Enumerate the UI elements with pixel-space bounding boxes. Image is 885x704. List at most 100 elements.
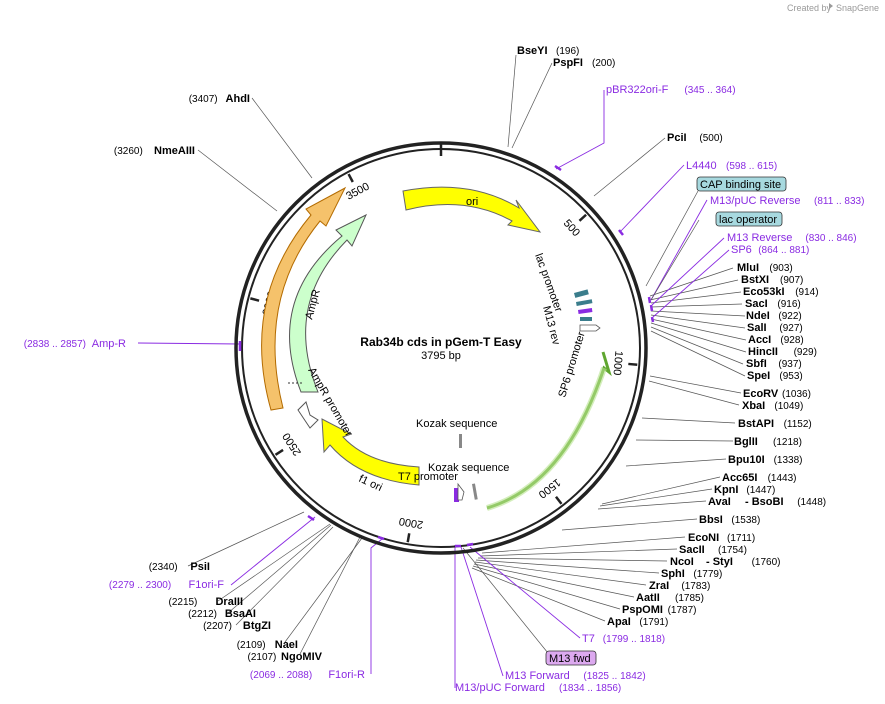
kozak-mark-1 bbox=[459, 434, 462, 448]
svg-text:BseYI: BseYI bbox=[517, 45, 548, 57]
site-pspomi: PspOMI(1787) bbox=[622, 604, 697, 616]
ampr-promoter-arrow bbox=[297, 401, 319, 429]
tick-1000 bbox=[628, 362, 638, 366]
site-zrai: ZraI(1783) bbox=[649, 580, 710, 592]
lac-operator-box: lac operator bbox=[715, 211, 783, 227]
site-ecorv: EcoRV(1036) bbox=[743, 388, 811, 400]
site-naei: NaeI (2109) bbox=[237, 639, 298, 651]
svg-text:Acc65I: Acc65I bbox=[722, 472, 757, 484]
site-sali: SalI (927) bbox=[747, 322, 803, 334]
svg-text:CAP binding site: CAP binding site bbox=[700, 179, 781, 191]
primer-m13pucreverse: M13/pUC Reverse(811 .. 833) bbox=[710, 195, 864, 207]
site-bglii: BglII(1218) bbox=[734, 436, 802, 448]
svg-text:NgoMIV: NgoMIV bbox=[281, 651, 323, 663]
t7-promoter-label: T7 promoter bbox=[398, 471, 458, 483]
svg-text:(1538): (1538) bbox=[731, 515, 760, 526]
site-styi: - StyI (1760) bbox=[706, 556, 781, 568]
credit-brand: SnapGene bbox=[836, 3, 879, 13]
svg-text:L4440: L4440 bbox=[686, 160, 717, 172]
site-bbsi: BbsI (1538) bbox=[699, 514, 760, 526]
lac-operator-mark bbox=[575, 299, 593, 306]
site-sbfi: SbfI (937) bbox=[746, 358, 802, 370]
cap-site-mark bbox=[574, 289, 589, 298]
lac-promoter-label: lac promoter bbox=[532, 252, 564, 314]
svg-text:(2212): (2212) bbox=[188, 609, 217, 620]
svg-text:SacII: SacII bbox=[679, 544, 705, 556]
svg-text:Eco53kI: Eco53kI bbox=[743, 286, 785, 298]
svg-text:MluI: MluI bbox=[737, 262, 759, 274]
svg-text:(916): (916) bbox=[777, 299, 800, 310]
lac-promoter-arrow bbox=[579, 324, 601, 332]
credit-text: Created by bbox=[787, 3, 832, 13]
svg-text:(1218): (1218) bbox=[773, 437, 802, 448]
svg-text:(1787): (1787) bbox=[668, 605, 697, 616]
site-sphi: SphI(1779) bbox=[661, 568, 722, 580]
svg-text:F1ori-R: F1ori-R bbox=[328, 669, 365, 681]
leader-lines bbox=[187, 54, 747, 655]
site-avai: AvaI bbox=[708, 496, 731, 508]
site-xbai: XbaI(1049) bbox=[742, 400, 803, 412]
svg-text:AatII: AatII bbox=[636, 592, 660, 604]
tick-label-2000: 2000 bbox=[398, 515, 424, 531]
f1-ori-arrow bbox=[321, 418, 420, 486]
tick-3000 bbox=[250, 297, 260, 302]
svg-text:(1711): (1711) bbox=[727, 533, 755, 544]
svg-text:(598 .. 615): (598 .. 615) bbox=[726, 161, 777, 172]
sp6-glow bbox=[486, 367, 607, 511]
tick-label-500: 500 bbox=[561, 217, 582, 239]
tick-label-3500: 3500 bbox=[344, 181, 371, 203]
svg-text:BstXI: BstXI bbox=[741, 274, 769, 286]
site-draiii: DraIII(2215) bbox=[168, 596, 243, 608]
svg-text:XbaI: XbaI bbox=[742, 400, 765, 412]
svg-text:(927): (927) bbox=[779, 323, 802, 334]
svg-text:BstAPI: BstAPI bbox=[738, 418, 774, 430]
svg-text:- StyI: - StyI bbox=[706, 556, 733, 568]
svg-text:EcoNI: EcoNI bbox=[688, 532, 719, 544]
svg-text:(1779): (1779) bbox=[693, 569, 722, 580]
primer-m13reverse: M13 Reverse(830 .. 846) bbox=[727, 232, 857, 244]
site-bsobi: - BsoBI(1448) bbox=[745, 496, 826, 508]
primer-ampr: Amp-R(2838 .. 2857) bbox=[24, 338, 126, 350]
svg-text:(929): (929) bbox=[794, 347, 817, 358]
svg-text:NdeI: NdeI bbox=[746, 310, 770, 322]
sp6-mark bbox=[580, 317, 592, 321]
svg-text:(937): (937) bbox=[778, 359, 801, 370]
svg-text:(1754): (1754) bbox=[718, 545, 747, 556]
tick-500 bbox=[578, 213, 587, 222]
tick-label-2500: 2500 bbox=[281, 431, 304, 458]
primer-m13forward: M13 Forward(1825 .. 1842) bbox=[505, 670, 646, 682]
site-acci: AccI(928) bbox=[748, 334, 804, 346]
svg-text:(1036): (1036) bbox=[782, 389, 811, 400]
primer-f1orif: F1ori-F (2279 .. 2300) bbox=[109, 579, 224, 591]
svg-text:(1799 .. 1818): (1799 .. 1818) bbox=[603, 634, 665, 645]
svg-text:AvaI: AvaI bbox=[708, 496, 731, 508]
svg-text:(1760): (1760) bbox=[752, 557, 781, 568]
primer-f1orir: F1ori-R (2069 .. 2088) bbox=[250, 669, 365, 681]
svg-text:SalI: SalI bbox=[747, 322, 767, 334]
svg-text:(345 .. 364): (345 .. 364) bbox=[684, 85, 735, 96]
svg-text:(2279 .. 2300): (2279 .. 2300) bbox=[109, 580, 171, 591]
t7-mark bbox=[454, 488, 459, 502]
svg-text:(2207): (2207) bbox=[203, 621, 232, 632]
svg-text:(907): (907) bbox=[780, 275, 803, 286]
svg-text:(830 .. 846): (830 .. 846) bbox=[805, 233, 856, 244]
svg-text:NaeI: NaeI bbox=[275, 639, 298, 651]
svg-text:(2069 .. 2088): (2069 .. 2088) bbox=[250, 670, 312, 681]
svg-text:Bpu10I: Bpu10I bbox=[728, 454, 765, 466]
plasmid-size: 3795 bp bbox=[421, 350, 461, 362]
orf-arrow bbox=[261, 186, 347, 411]
svg-text:(1338): (1338) bbox=[774, 455, 803, 466]
site-aatii: AatII(1785) bbox=[636, 592, 704, 604]
svg-text:SbfI: SbfI bbox=[746, 358, 767, 370]
site-mlui: MluI (903) bbox=[737, 262, 793, 274]
svg-text:BbsI: BbsI bbox=[699, 514, 723, 526]
svg-text:(3260): (3260) bbox=[114, 146, 143, 157]
site-bstapi: BstAPI(1152) bbox=[738, 418, 812, 430]
svg-text:(1447): (1447) bbox=[746, 485, 775, 496]
svg-text:SacI: SacI bbox=[745, 298, 768, 310]
svg-text:(903): (903) bbox=[769, 263, 792, 274]
svg-text:F1ori-F: F1ori-F bbox=[189, 579, 225, 591]
primer-labels: pBR322ori-F(345 .. 364)L4440(598 .. 615)… bbox=[24, 84, 865, 694]
site-acc65i: Acc65I(1443) bbox=[722, 472, 797, 484]
svg-text:(2109): (2109) bbox=[237, 640, 266, 651]
